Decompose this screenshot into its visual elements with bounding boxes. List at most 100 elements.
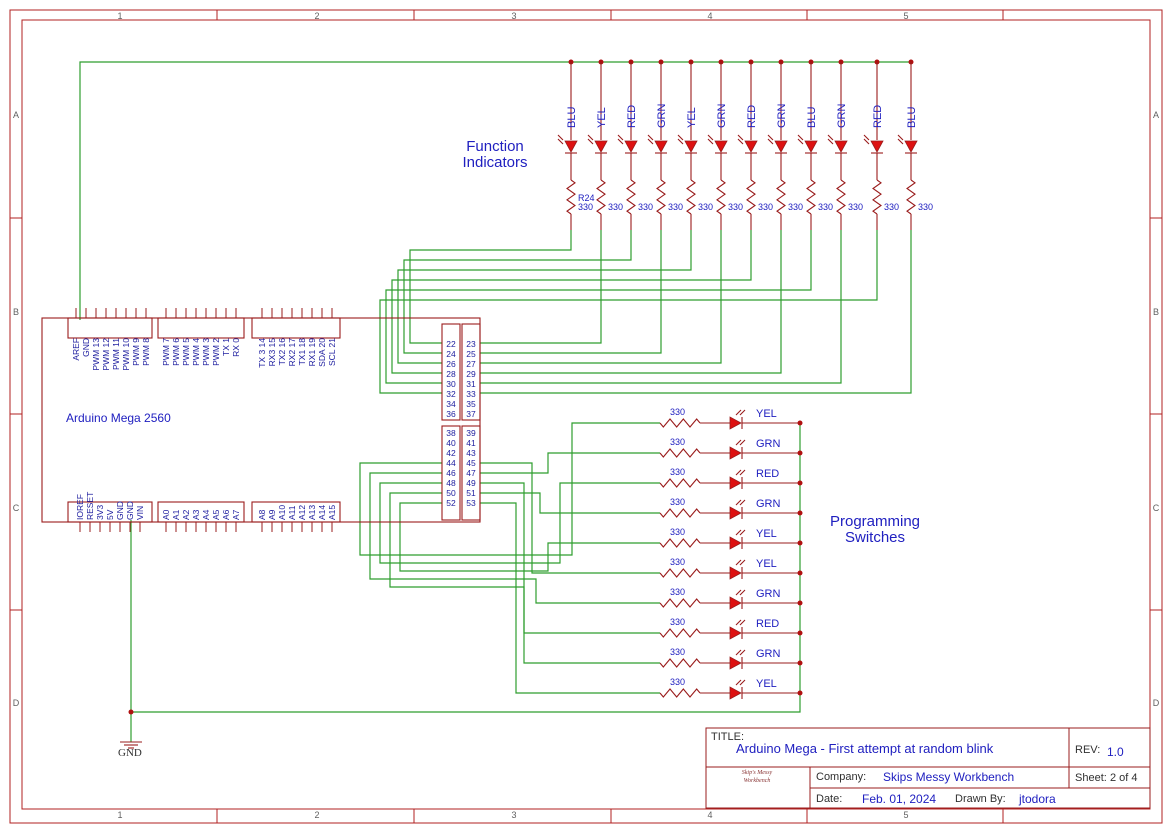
drawn-by-label: Drawn By: — [955, 793, 1006, 805]
board-pin-label: TX2 16 — [277, 338, 287, 366]
resistor — [836, 179, 846, 215]
signal-wire — [480, 462, 660, 574]
led-triangle — [904, 140, 918, 153]
led-triangle — [714, 140, 728, 153]
resistor-value: 330 — [788, 202, 803, 212]
board-pin-label: RX1 19 — [307, 338, 317, 367]
led-color-label: RED — [872, 105, 884, 128]
resistor — [659, 478, 701, 488]
resistor-ref: R24 — [578, 193, 595, 203]
drawn-by-value: jtodora — [1019, 792, 1056, 806]
board-pin-label: A11 — [287, 505, 297, 520]
board-pin-label: A5 — [211, 509, 221, 520]
resistor — [659, 628, 701, 638]
led-triangle — [729, 656, 742, 670]
frame-column-label: 4 — [707, 810, 712, 820]
heading-line: Switches — [844, 529, 906, 546]
led-color-label: RED — [746, 105, 758, 128]
led-triangle — [804, 140, 818, 153]
led-triangle — [729, 686, 742, 700]
board-pin-label: A12 — [297, 505, 307, 520]
junction-dot — [797, 570, 803, 576]
resistor — [566, 179, 576, 215]
led-arrows — [767, 134, 774, 145]
header-pin-number: 40 — [446, 438, 456, 448]
resistor — [906, 179, 916, 215]
led-color-label: GRN — [836, 104, 848, 129]
function-led-10: RED 330 — [863, 59, 899, 230]
ground-symbol — [120, 741, 142, 749]
board-pin-label: 3V3 — [95, 505, 105, 520]
led-triangle — [744, 140, 758, 153]
junction-dot — [797, 540, 803, 546]
frame-row-label: A — [13, 110, 19, 120]
header-pin-number: 35 — [466, 399, 476, 409]
header-pin-number: 22 — [446, 339, 456, 349]
title-label: TITLE: — [711, 731, 745, 743]
signal-wire — [359, 422, 660, 556]
header-pin-number: 47 — [466, 468, 476, 478]
signal-wire — [480, 482, 660, 634]
signal-wire — [389, 492, 660, 664]
led-triangle — [729, 626, 742, 640]
board-pin-label: A13 — [307, 505, 317, 520]
resistor-value: 330 — [670, 677, 685, 687]
led-triangle — [564, 140, 578, 153]
resistor-value: 330 — [638, 202, 653, 212]
resistor — [716, 179, 726, 215]
signal-wire — [480, 502, 660, 694]
title-block — [705, 727, 1151, 809]
led-triangle — [594, 140, 608, 153]
header-pin-number: 42 — [446, 448, 456, 458]
board-pin-label: PWM 6 — [171, 338, 181, 366]
led-arrows — [587, 134, 594, 145]
sheet-value: 2 of 4 — [1110, 772, 1138, 784]
switch-led-9: 330 YEL — [659, 677, 803, 700]
led-color-label: YEL — [596, 107, 608, 128]
led-color-label: RED — [756, 618, 779, 630]
led-triangle — [729, 476, 742, 490]
resistor-value: 330 — [728, 202, 743, 212]
resistor — [659, 508, 701, 518]
board-pin-label: A15 — [327, 505, 337, 520]
frame-column-label: 3 — [511, 11, 516, 21]
resistor-value: 330 — [884, 202, 899, 212]
led-triangle — [654, 140, 668, 153]
resistor-value: 330 — [670, 617, 685, 627]
header-pin-number: 30 — [446, 379, 456, 389]
board-pin-label: PWM 9 — [131, 338, 141, 366]
switch-led-7: 330 RED — [659, 617, 803, 640]
heading-line: Function — [466, 138, 524, 155]
led-arrows — [863, 134, 870, 145]
led-arrows — [557, 134, 564, 145]
header-pin-number: 36 — [446, 409, 456, 419]
board-pin-label: PWM 13 — [91, 338, 101, 371]
led-color-label: GRN — [756, 498, 781, 510]
resistor — [659, 598, 701, 608]
board-pin-label: A3 — [191, 509, 201, 520]
led-triangle — [834, 140, 848, 153]
led-arrows — [737, 134, 744, 145]
header-pin-number: 46 — [446, 468, 456, 478]
frame-row-label: D — [13, 698, 20, 708]
header-pin-number: 33 — [466, 389, 476, 399]
frame-row-label: B — [1153, 307, 1159, 317]
board-pin-label: PWM 12 — [101, 338, 111, 371]
led-color-label: YEL — [756, 678, 777, 690]
signal-wire — [385, 230, 812, 384]
resistor — [686, 179, 696, 215]
junction-dot — [797, 630, 803, 636]
signal-wire — [480, 230, 662, 354]
date-label: Date: — [816, 793, 843, 805]
board-pin-label: A8 — [257, 509, 267, 520]
resistor-value: 330 — [848, 202, 863, 212]
header-pin-number: 51 — [466, 488, 476, 498]
